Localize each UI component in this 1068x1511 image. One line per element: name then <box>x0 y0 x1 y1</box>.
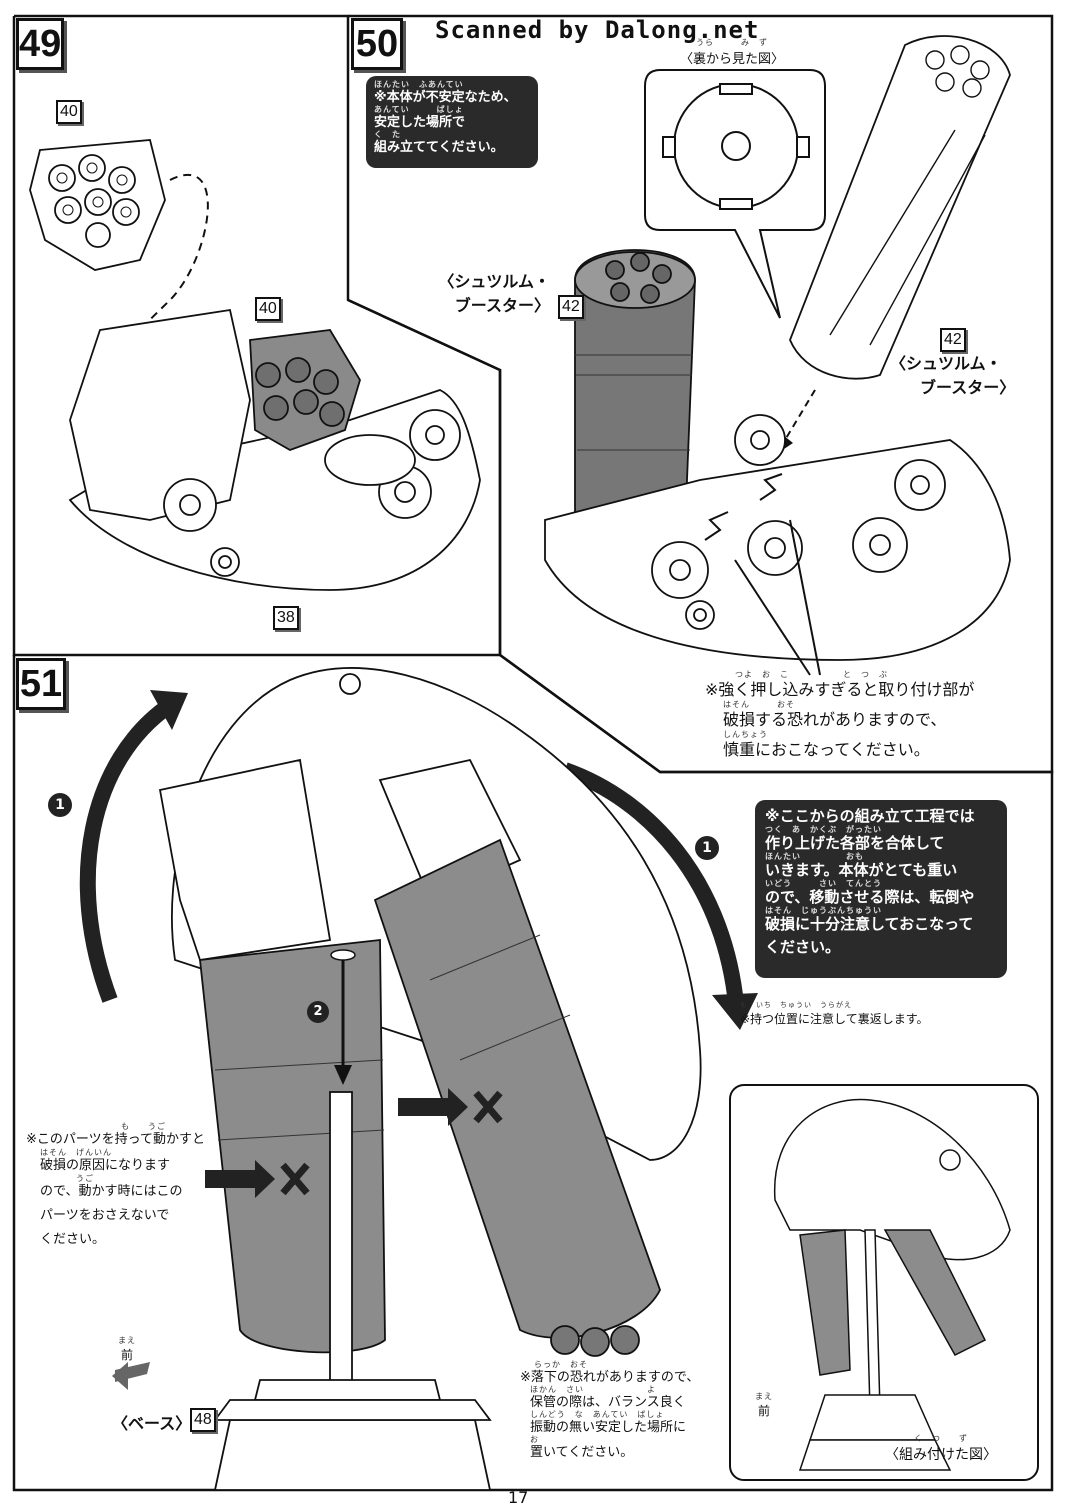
marker-1-left: 1 <box>55 797 65 813</box>
marker-1-right: 1 <box>702 840 712 856</box>
ruby-text: まえ <box>118 1336 136 1345</box>
part-label-42-left: 42 <box>558 295 584 319</box>
flip-note-text: ※持つ位置に注意して裏返します。 <box>740 1012 929 1026</box>
ruby-text: く つ ず <box>914 1434 968 1443</box>
ruby-text: ほんたい おも <box>765 852 864 861</box>
part-label-38: 38 <box>273 606 299 630</box>
caution-line-3: 組み立ててください。 <box>374 140 504 155</box>
rotate-arrow-left <box>79 698 175 1003</box>
front-arrow-left <box>112 1362 150 1390</box>
notice-line-2: 作り上げた各部を合体して <box>765 834 945 852</box>
storage-warning-line-3: 振動の無い安定した場所に <box>530 1420 687 1435</box>
part-40-cluster-drawing <box>29 139 166 271</box>
step-number-49: 49 <box>16 18 64 70</box>
front-label-left: まえ 前 <box>118 1336 136 1363</box>
hold-warning-line-3: ので、動かす時にはこの <box>40 1184 183 1199</box>
front-label-right-text: 前 <box>757 1404 770 1418</box>
ruby-text: つく あ かくぶ がったい <box>765 825 882 834</box>
booster-label-right-line1: 〈シュツルム・ <box>890 354 1002 373</box>
ruby-text: ほかん さい よ <box>530 1385 656 1394</box>
notice-line-1: ※ここからの組み立て工程では <box>765 807 975 825</box>
no-touch-arrow-left <box>205 1160 310 1198</box>
step50-body-drawing <box>544 414 1011 661</box>
ruby-text: ほんたい ふあんてい <box>374 80 464 89</box>
booster-label-left-line1: 〈シュツルム・ <box>438 272 550 291</box>
handling-notice-box: ※ここからの組み立て工程では つく あ かくぶ がったい 作り上げた各部を合体し… <box>755 800 1007 978</box>
ruby-text: つよ お こ と つ ぶ <box>735 670 888 679</box>
assembled-view-drawing <box>774 1098 1011 1471</box>
storage-warning: らっか おそ ※落下の恐れがありますので、 ほかん さい よ 保管の際は、バラン… <box>520 1360 699 1460</box>
hold-warning-line-5: ください。 <box>40 1232 106 1247</box>
ruby-text: お <box>530 1435 539 1444</box>
flip-note: も いち ちゅうい うらがえ ※持つ位置に注意して裏返します。 <box>740 1000 929 1027</box>
warning-line-3: 慎重におこなってください。 <box>723 740 930 759</box>
step-number-51: 51 <box>16 658 66 710</box>
notice-line-3: いきます。本体がとても重い <box>765 861 958 879</box>
storage-warning-line-2: 保管の際は、バランス良く <box>530 1395 686 1410</box>
no-touch-arrow-right <box>398 1088 503 1126</box>
booster-label-left-line2: ブースター〉 <box>454 296 550 315</box>
part-label-40-top: 40 <box>56 100 82 124</box>
ruby-text: いどう さい てんとう <box>765 879 882 888</box>
insertion-warning: つよ お こ と つ ぶ ※強く押し込みすぎると取り付け部が はそん おそ 破損… <box>705 670 974 760</box>
ruby-text: はそん おそ <box>723 700 795 709</box>
ruby-text: も いち ちゅうい うらがえ <box>740 1001 852 1009</box>
step-number-50: 50 <box>351 18 403 70</box>
hold-warning-line-4: パーツをおさえないで <box>40 1208 170 1223</box>
page-number: 17 <box>508 1488 529 1507</box>
part-label-42-right: 42 <box>940 328 966 352</box>
part-label-48: 48 <box>190 1408 216 1432</box>
rear-view-label: うら み ず 〈裏から見た図〉 <box>672 38 792 67</box>
warning-line-2: 破損する恐れがありますので、 <box>723 710 947 729</box>
front-label-right: まえ 前 <box>755 1392 773 1419</box>
ruby-text: あんてい ばしょ <box>374 105 464 114</box>
ruby-text: らっか おそ <box>534 1360 588 1369</box>
ruby-text: しんどう な あんてい ばしょ <box>530 1410 665 1419</box>
front-label-left-text: 前 <box>120 1348 133 1362</box>
rear-view-label-text: 〈裏から見た図〉 <box>679 52 784 67</box>
ruby-text: も うご <box>121 1122 166 1131</box>
booster-label-right: 〈シュツルム・ ブースター〉 <box>890 352 1015 400</box>
ruby-text: く た <box>374 130 401 139</box>
ruby-text: うご <box>76 1174 94 1183</box>
storage-warning-line-4: 置いてください。 <box>530 1445 634 1460</box>
step49-body-drawing <box>68 308 481 591</box>
ruby-text: はそん げんいん <box>40 1148 112 1157</box>
assembled-view-label: く つ ず 〈組み付けた図〉 <box>885 1434 997 1464</box>
hold-part-warning: も うご ※このパーツを持って動かすと はそん げんいん 破損の原因になります … <box>26 1122 205 1248</box>
booster-label-right-line2: ブースター〉 <box>920 378 1016 397</box>
part-label-40-body: 40 <box>255 297 281 321</box>
marker-circles <box>48 793 719 1023</box>
stability-caution-box: ほんたい ふあんてい ※本体が不安定なため、 あんてい ばしょ 安定した場所で … <box>366 76 538 168</box>
step51-frame <box>12 653 1054 1492</box>
ruby-text: まえ <box>755 1392 773 1401</box>
rear-view-inset <box>644 69 826 319</box>
caution-line-2: 安定した場所で <box>374 115 466 130</box>
marker-2: 2 <box>313 1004 323 1019</box>
rotate-arrow-right <box>562 762 743 997</box>
ruby-text: はそん じゅうぶんちゅうい <box>765 906 882 915</box>
booster-42-tilted-drawing <box>789 35 1011 380</box>
hold-warning-line-2: 破損の原因になります <box>40 1158 171 1173</box>
display-base-drawing <box>213 1091 492 1491</box>
base-label: 〈ベース〉 <box>112 1414 192 1433</box>
notice-line-4: ので、移動させる際は、転倒や <box>765 888 975 906</box>
notice-line-5: 破損に十分注意しておこなって <box>765 915 974 933</box>
assembled-view-label-text: 〈組み付けた図〉 <box>885 1447 997 1463</box>
stress-lines <box>704 473 821 676</box>
booster-label-left: 〈シュツルム・ ブースター〉 <box>418 270 550 318</box>
caution-line-1: ※本体が不安定なため、 <box>374 90 517 105</box>
warning-line-1: ※強く押し込みすぎると取り付け部が <box>705 680 975 699</box>
storage-warning-line-1: ※落下の恐れがありますので、 <box>520 1370 700 1385</box>
ruby-text: しんちょう <box>723 730 768 739</box>
watermark: Scanned by Dalong.net <box>435 16 760 44</box>
notice-line-6: ください。 <box>765 938 841 956</box>
ruby-text: うら み ず <box>696 38 768 47</box>
hold-warning-line-1: ※このパーツを持って動かすと <box>26 1132 205 1147</box>
